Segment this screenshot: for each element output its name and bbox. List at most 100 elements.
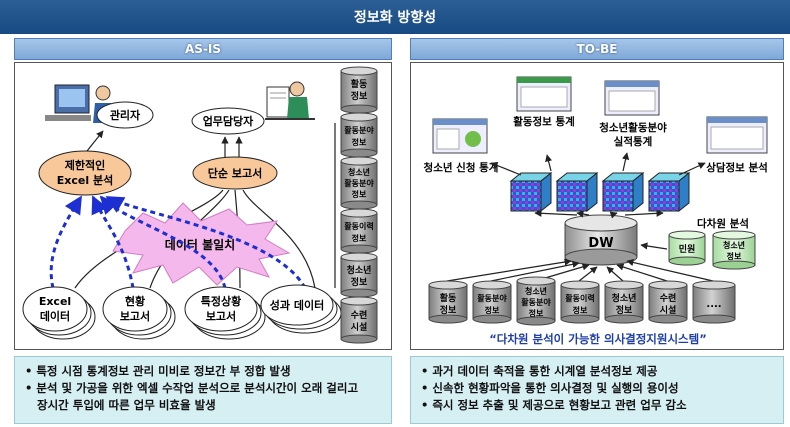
svg-text:민원: 민원 [679,243,696,255]
screen-youth-application-stats [432,118,488,154]
mismatch-label: 데이터 불일치 [165,237,235,252]
output-activity-stats: 활동정보 통계 [513,115,575,128]
asis-panel: 관리자 업무담당자 제한적인 Excel 분석 단순 보고서 데이터 불일치 E… [14,62,392,350]
olap-cube-1 [509,171,553,213]
asis-bullet-2: • 분석 및 가공을 위한 엑셀 수작업 분석으로 분석시간이 오래 걸리고 [25,381,359,395]
tobe-cylinder-activity-field: 활동분야 정보 [472,280,512,324]
output-youth-field-2: 실적통계 [614,135,653,148]
source-dw-arrows [446,258,714,282]
output-youth-application: 청소년 신청 통계 [424,161,499,174]
svg-text:정보: 정보 [529,308,544,318]
multidim-label: 다차원 분석 [697,217,749,230]
svg-text:정보: 정보 [485,305,500,315]
asis-cylinder-youth-activity-field: 청소년 활동분야 정보 [340,156,378,210]
tobe-cylinder-youth-info: 청소년 정보 [712,230,756,270]
manager-person-icon [265,81,315,120]
svg-text:활동: 활동 [440,292,457,304]
dashed-arrows [49,195,307,289]
tobe-cylinder-activity: 활동 정보 [428,280,468,324]
source-status-report: 현황 보고서 [102,286,176,340]
source-special-report: 특정상황 보고서 [184,286,266,340]
olap-cube-2 [555,171,599,213]
screen-youth-field-stats [604,80,660,116]
screen-counseling-analysis [706,116,768,154]
olap-cubes [509,171,691,213]
svg-text:청소년: 청소년 [525,286,547,296]
svg-text:현황: 현황 [125,294,145,308]
svg-text:정보: 정보 [351,90,368,102]
svg-text:활동: 활동 [351,78,368,90]
tobe-cylinder-complaint: 민원 [668,230,706,266]
excel-label-1: 제한적인 [65,158,105,172]
dw-cylinder: DW [564,214,638,266]
mismatch-burst [112,202,291,286]
cube-output-arrows [490,152,706,176]
svg-text:정보: 정보 [727,251,742,261]
svg-text:정보: 정보 [352,233,367,243]
svg-text:성과 데이터: 성과 데이터 [270,298,324,312]
svg-text:활동분야: 활동분야 [344,125,374,135]
side-to-dw-arrow [640,242,668,250]
svg-text:활동분야: 활동분야 [477,293,507,303]
tobe-cylinder-youth-activity-field: 청소년 활동분야 정보 [516,276,556,326]
screen-activity-stats [516,76,572,112]
svg-text:활동분야: 활동분야 [344,178,374,188]
source-performance-data: 성과 데이터 [260,284,342,334]
svg-text:활동이력: 활동이력 [565,293,594,303]
svg-text:시설: 시설 [351,321,368,333]
simple-report-label: 단순 보고서 [208,166,262,180]
dw-label: DW [588,236,613,251]
tobe-slogan: “다차원 분석이 가능한 의사결정지원시스템” [489,332,707,346]
svg-text:보고서: 보고서 [120,309,150,323]
output-youth-field-1: 청소년활동분야 [599,121,667,134]
tobe-cylinder-facility: 수련 시설 [648,280,688,324]
svg-text:정보: 정보 [352,189,367,199]
tobe-bullet-3: • 즉시 정보 추출 및 제공으로 현황보고 관련 업무 감소 [421,398,687,412]
source-excel-data: Excel 데이터 [22,286,96,340]
svg-text:수련: 수련 [660,293,677,304]
asis-bullet-1: • 특정 시점 통계정보 관리 미비로 정보간 부 정합 발생 [25,364,291,378]
olap-cube-4 [647,171,691,213]
tobe-bullets: • 과거 데이터 축적을 통한 시계열 분석정보 제공 • 신속한 현황파악을 … [410,356,784,424]
excel-analysis-oval [38,150,132,196]
olap-cube-3 [601,171,645,213]
simple-report-oval [192,156,278,190]
tobe-header: TO-BE [410,38,784,60]
tobe-panel: 활동정보 통계 청소년활동분야 실적통계 청소년 신청 통계 상담정보 분석 [410,62,784,350]
tobe-cylinder-youth: 청소년 정보 [604,280,644,324]
excel-label-2: Excel 분석 [57,173,113,187]
tobe-diagram: 활동정보 통계 청소년활동분야 실적통계 청소년 신청 통계 상담정보 분석 [424,76,768,346]
asis-header: AS-IS [14,38,392,60]
page-title: 정보화 방향성 [0,0,790,34]
svg-text:활동분야: 활동분야 [521,297,551,307]
asis-cylinder-activity-history: 활동이력 정보 [340,208,378,254]
asis-cylinder-activity: 활동 정보 [340,66,378,114]
svg-text:수련: 수련 [351,310,368,321]
svg-text:Excel: Excel [39,295,71,308]
tobe-bullet-2: • 신속한 현황파악을 통한 의사결정 및 실행의 용이성 [421,381,679,395]
svg-text:정보: 정보 [352,137,367,147]
admin-label: 관리자 [110,108,141,122]
tobe-cylinder-activity-history: 활동이력 정보 [560,280,600,324]
asis-diagram: 관리자 업무담당자 제한적인 Excel 분석 단순 보고서 데이터 불일치 E… [22,66,378,344]
svg-text:청소년: 청소년 [612,292,637,304]
svg-text:정보: 정보 [351,276,368,288]
svg-text:시설: 시설 [660,304,677,316]
svg-text:정보: 정보 [440,304,457,316]
manager-label: 업무담당자 [203,114,254,128]
svg-text:활동이력: 활동이력 [344,221,373,231]
tobe-cylinder-more: .... [692,280,736,324]
arrow-excel-to-admin [86,130,104,152]
svg-text:청소년: 청소년 [348,167,370,177]
svg-text:정보: 정보 [616,304,633,316]
dw-cube-arrows [534,209,664,219]
svg-text:청소년: 청소년 [723,240,745,250]
tobe-bullet-1: • 과거 데이터 축적을 통한 시계열 분석정보 제공 [421,364,658,378]
svg-text:보고서: 보고서 [206,309,236,323]
asis-bullets: • 특정 시점 통계정보 관리 미비로 정보간 부 정합 발생 • 분석 및 가… [14,356,392,424]
svg-text:데이터: 데이터 [40,309,70,323]
svg-text:정보: 정보 [573,305,588,315]
svg-text:청소년: 청소년 [347,264,372,276]
asis-cylinder-youth: 청소년 정보 [340,252,378,298]
asis-cylinder-facility: 수련 시설 [340,296,378,344]
